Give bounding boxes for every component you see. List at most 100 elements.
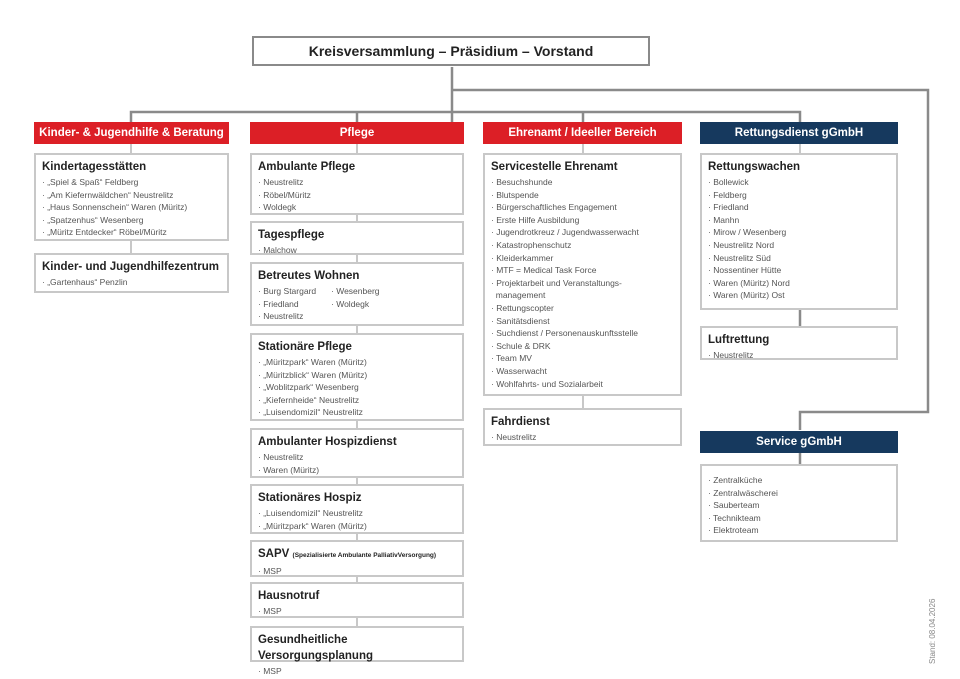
box-title: Betreutes Wohnen	[258, 270, 360, 282]
list-item: Friedland	[708, 201, 890, 214]
list-item: „Spatzenhus“ Wesenberg	[42, 214, 221, 227]
box-title: Stationäres Hospiz	[258, 492, 362, 504]
box-title: Tagespflege	[258, 229, 325, 241]
list-item: „Müritzpark“ Waren (Müritz)	[258, 520, 456, 533]
list-item: Woldegk	[331, 298, 404, 311]
list-item: Wasserwacht	[491, 365, 674, 378]
list-item: Suchdienst / Personenauskunftsstelle	[491, 327, 674, 340]
item-list: „Gartenhaus“ Penzlin	[42, 276, 221, 289]
top-title: Kreisversammlung – Präsidium – Vorstand	[308, 43, 594, 59]
header-service: Service gGmbH	[700, 431, 898, 453]
box-title-row: SAPV (Spezialisierte Ambulante Palliativ…	[258, 546, 456, 564]
box-betreutes-wohnen: Betreutes Wohnen Burg Stargard Friedland…	[250, 262, 464, 326]
item-list: MSP	[258, 565, 456, 578]
box-hausnotruf: Hausnotruf MSP	[250, 582, 464, 618]
box-title: Kinder- und Jugendhilfezentrum	[42, 261, 219, 273]
item-list: Neustrelitz Röbel/Müritz Woldegk	[258, 176, 456, 214]
box-stationaeres-hospiz: Stationäres Hospiz „Luisendomizil“ Neust…	[250, 484, 464, 534]
date-stamp: Stand: 08.04.2026	[928, 598, 937, 664]
box-servicestelle-ehrenamt: Servicestelle Ehrenamt Besuchshunde Blut…	[483, 153, 682, 396]
item-list: Besuchshunde Blutspende Bürgerschaftlich…	[491, 176, 674, 390]
list-item: Waren (Müritz) Ost	[708, 289, 890, 302]
list-item: Neustrelitz	[258, 310, 331, 323]
list-item: Rettungscopter	[491, 302, 674, 315]
list-item: Woldegk	[258, 201, 456, 214]
box-versorgungsplanung: Gesundheitliche Versorgungsplanung MSP	[250, 626, 464, 676]
list-item: „Luisendomizil“ Neustrelitz	[258, 406, 456, 419]
list-item: Neustrelitz	[491, 431, 674, 444]
list-item: „Spiel & Spaß“ Feldberg	[42, 176, 221, 189]
box-title: Ambulante Pflege	[258, 161, 356, 173]
header-kinder-jugendhilfe: Kinder- & Jugendhilfe & Beratung	[34, 122, 229, 144]
list-item: MTF = Medical Task Force	[491, 264, 674, 277]
box-title: Ambulanter Hospizdienst	[258, 436, 397, 448]
list-item: „Haus Sonnenschein“ Waren (Müritz)	[42, 201, 221, 214]
box-title: Rettungswachen	[708, 161, 801, 173]
item-list: MSP	[258, 605, 456, 618]
item-list: „Müritzpark“ Waren (Müritz) „Müritzblick…	[258, 356, 456, 419]
box-ambulanter-hospizdienst: Ambulanter Hospizdienst Neustrelitz Ware…	[250, 428, 464, 478]
list-item: Burg Stargard	[258, 285, 331, 298]
box-luftrettung: Luftrettung Neustrelitz	[700, 326, 898, 360]
item-list: Neustrelitz Waren (Müritz)	[258, 451, 456, 476]
list-item: Team MV	[491, 352, 674, 365]
box-title: Kindertagesstätten	[42, 161, 147, 173]
list-item: Blutspende	[491, 189, 674, 202]
list-item: Feldberg	[708, 189, 890, 202]
list-item: Bürgerschaftliches Engagement	[491, 201, 674, 214]
list-item: Röbel/Müritz	[258, 189, 456, 202]
list-item: „Müritzpark“ Waren (Müritz)	[258, 356, 456, 369]
header-rettungsdienst: Rettungsdienst gGmbH	[700, 122, 898, 144]
item-list: „Spiel & Spaß“ Feldberg „Am Kiefernwäldc…	[42, 176, 221, 239]
header-pflege: Pflege	[250, 122, 464, 144]
list-item: Neustrelitz	[258, 451, 456, 464]
list-item: Besuchshunde	[491, 176, 674, 189]
list-item: Malchow	[258, 244, 456, 257]
box-title: Fahrdienst	[491, 416, 550, 428]
list-item: Projektarbeit und Veranstaltungs-	[491, 277, 674, 290]
box-stationaere-pflege: Stationäre Pflege „Müritzpark“ Waren (Mü…	[250, 333, 464, 421]
list-item: Neustrelitz Nord	[708, 239, 890, 252]
box-title: Servicestelle Ehrenamt	[491, 161, 618, 173]
list-item: Schule & DRK	[491, 340, 674, 353]
box-title: Hausnotruf	[258, 590, 320, 602]
two-column-list: Burg Stargard Friedland Neustrelitz Wese…	[258, 284, 456, 323]
list-item: Sanitätsdienst	[491, 315, 674, 328]
top-governance-box: Kreisversammlung – Präsidium – Vorstand	[252, 36, 650, 66]
box-jugendhilfezentrum: Kinder- und Jugendhilfezentrum „Gartenha…	[34, 253, 229, 293]
item-list: „Luisendomizil“ Neustrelitz „Müritzpark“…	[258, 507, 456, 532]
list-item: MSP	[258, 665, 456, 678]
box-title: Stationäre Pflege	[258, 341, 352, 353]
list-item: Wesenberg	[331, 285, 404, 298]
item-list: Neustrelitz	[708, 349, 890, 362]
item-list: Neustrelitz	[491, 431, 674, 444]
list-item: Nossentiner Hütte	[708, 264, 890, 277]
list-item: Katastrophenschutz	[491, 239, 674, 252]
item-list: Bollewick Feldberg Friedland Manhn Mirow…	[708, 176, 890, 302]
list-item: Technikteam	[708, 512, 890, 525]
list-item: „Müritzblick“ Waren (Müritz)	[258, 369, 456, 382]
list-item: Jugendrotkreuz / Jugendwasserwacht	[491, 226, 674, 239]
list-item: Erste Hilfe Ausbildung	[491, 214, 674, 227]
box-service: Zentralküche Zentralwäscherei Sauberteam…	[700, 464, 898, 542]
list-item: Neustrelitz	[258, 176, 456, 189]
item-list: Malchow	[258, 244, 456, 257]
list-item: Bollewick	[708, 176, 890, 189]
list-item: Wohlfahrts- und Sozialarbeit	[491, 378, 674, 391]
list-item: „Woblitzpark“ Wesenberg	[258, 381, 456, 394]
box-fahrdienst: Fahrdienst Neustrelitz	[483, 408, 682, 446]
header-ehrenamt: Ehrenamt / Ideeller Bereich	[483, 122, 682, 144]
list-item: Zentralwäscherei	[708, 487, 890, 500]
list-item: Neustrelitz Süd	[708, 252, 890, 265]
list-item: Sauberteam	[708, 499, 890, 512]
list-item: „Luisendomizil“ Neustrelitz	[258, 507, 456, 520]
item-list: MSP	[258, 665, 456, 678]
list-item: Mirow / Wesenberg	[708, 226, 890, 239]
list-item: Elektroteam	[708, 524, 890, 537]
list-item: Manhn	[708, 214, 890, 227]
box-subtitle: (Spezialisierte Ambulante PalliativVerso…	[292, 552, 437, 559]
list-item: Waren (Müritz) Nord	[708, 277, 890, 290]
list-item: Friedland	[258, 298, 331, 311]
box-kindertagesstaetten: Kindertagesstätten „Spiel & Spaß“ Feldbe…	[34, 153, 229, 241]
list-item: Kleiderkammer	[491, 252, 674, 265]
